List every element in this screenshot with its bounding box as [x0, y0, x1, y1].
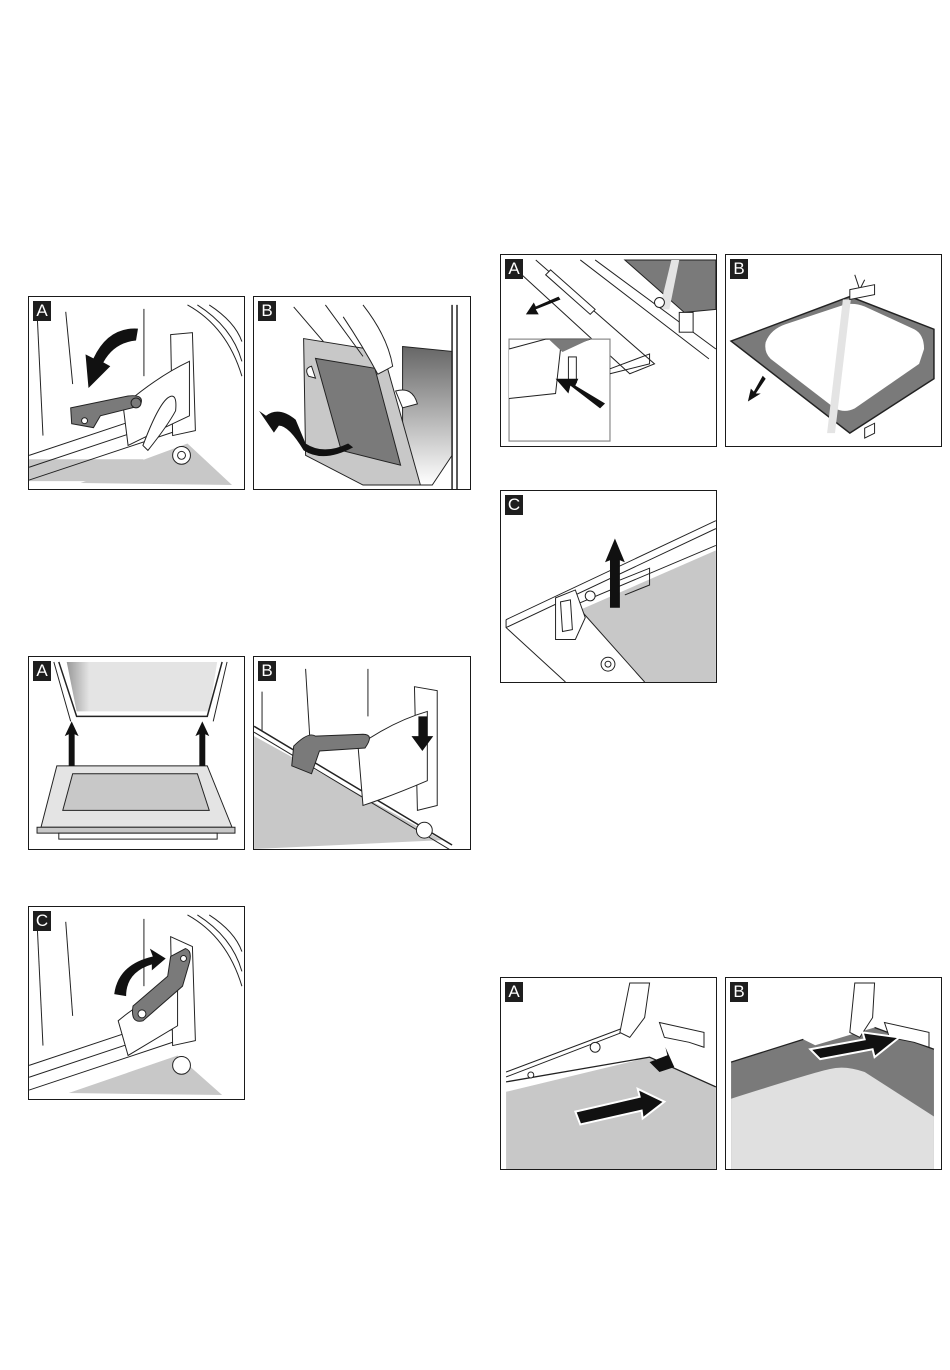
illustration-panel-right1-a: A	[500, 254, 717, 447]
illustration-panel-right2-b: B	[725, 977, 942, 1170]
illustration-panel-left2-a: A	[28, 656, 245, 850]
glass-pane-pull-out-illustration	[726, 255, 941, 446]
pane-slide-in-illustration	[501, 978, 716, 1169]
illustration-panel-left2-c: C	[28, 906, 245, 1100]
panel-label-badge: C	[33, 911, 51, 931]
panel-label-badge: B	[258, 661, 276, 681]
hinges-insert-illustration	[29, 657, 244, 849]
illustration-panel-right1-b: B	[725, 254, 942, 447]
illustration-panel-left1-a: A	[28, 296, 245, 490]
panel-label-badge: B	[730, 259, 748, 279]
illustration-panel-left2-b: B	[253, 656, 471, 850]
panel-label-badge: A	[33, 301, 51, 321]
panel-label-badge: B	[730, 982, 748, 1002]
retainer-lift-off-illustration	[501, 491, 716, 682]
hinge-lever-down-illustration	[29, 297, 244, 489]
illustration-panel-left1-b: B	[253, 296, 471, 490]
panel-label-badge: A	[33, 661, 51, 681]
hinge-lever-up-illustration	[29, 907, 244, 1099]
door-lift-off-illustration	[254, 297, 470, 489]
panel-label-badge: B	[258, 301, 276, 321]
hinge-push-down-illustration	[254, 657, 470, 849]
panel-label-badge: A	[505, 259, 523, 279]
cover-strip-removal-illustration	[501, 255, 716, 446]
illustration-panel-right2-a: A	[500, 977, 717, 1170]
panel-label-badge: C	[505, 495, 523, 515]
pane-push-back-illustration	[726, 978, 941, 1169]
panel-label-badge: A	[505, 982, 523, 1002]
illustration-panel-right1-c: C	[500, 490, 717, 683]
